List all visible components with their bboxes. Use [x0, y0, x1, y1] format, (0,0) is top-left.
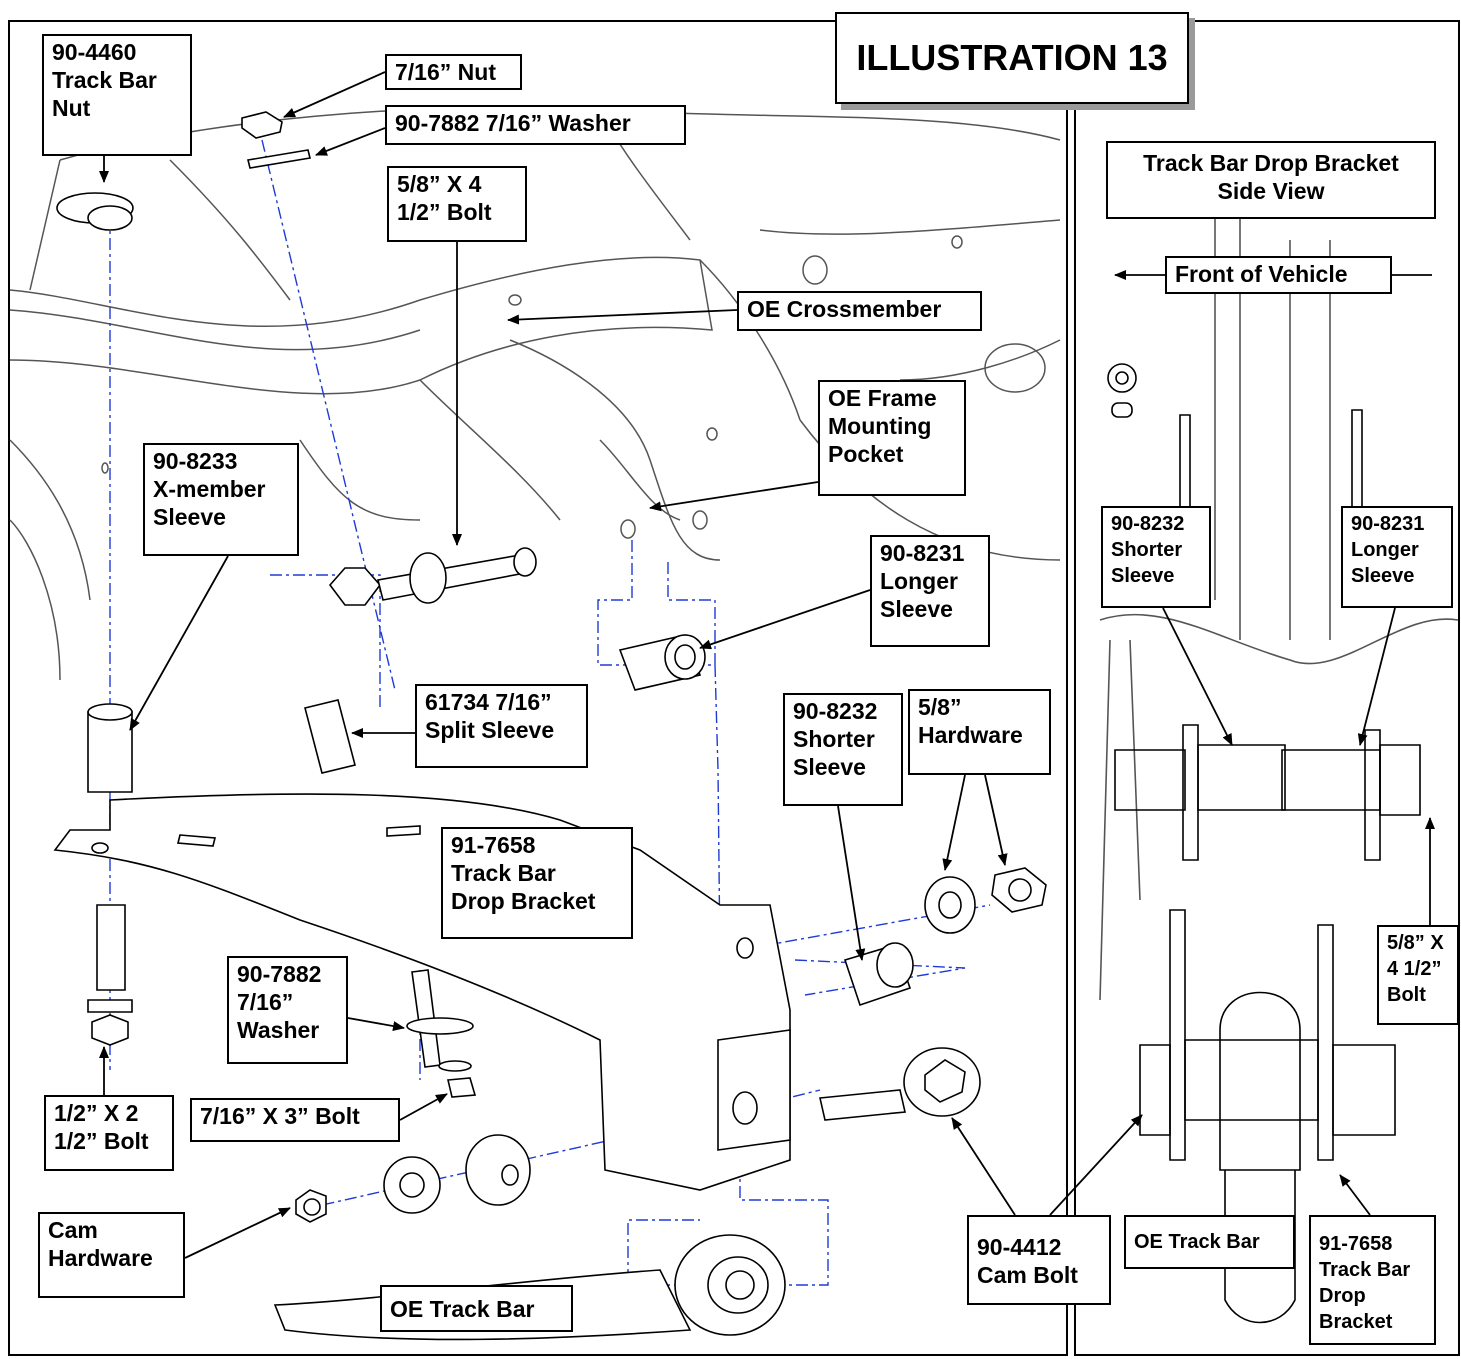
label-cam-bolt: 90-4412 Cam Bolt	[967, 1215, 1111, 1305]
main-panel-frame	[8, 20, 1068, 1356]
label-side-view-title: Track Bar Drop Bracket Side View	[1106, 141, 1436, 219]
label-cam-hardware: Cam Hardware	[38, 1212, 185, 1298]
label-side-longer-sleeve: 90-8231 Longer Sleeve	[1341, 506, 1453, 608]
side-view-panel-frame	[1074, 20, 1460, 1356]
label-oe-crossmember: OE Crossmember	[737, 291, 982, 331]
label-7-16-washer-top: 90-7882 7/16” Washer	[385, 105, 686, 145]
label-5-8-bolt: 5/8” X 4 1/2” Bolt	[387, 166, 527, 242]
label-drop-bracket: 91-7658 Track Bar Drop Bracket	[441, 827, 633, 939]
label-side-oe-track-bar: OE Track Bar	[1124, 1215, 1295, 1269]
label-oe-frame-pocket: OE Frame Mounting Pocket	[818, 380, 966, 496]
label-side-drop-bracket: 91-7658 Track Bar Drop Bracket	[1309, 1215, 1436, 1345]
label-track-bar-nut: 90-4460 Track Bar Nut	[42, 34, 192, 156]
label-7-16-nut: 7/16” Nut	[385, 54, 522, 90]
label-7-16-washer-bottom: 90-7882 7/16” Washer	[227, 956, 348, 1064]
label-7-16-x-3-bolt: 7/16” X 3” Bolt	[190, 1098, 400, 1142]
side-view-drawing	[1099, 150, 1459, 1324]
label-1-2-bolt: 1/2” X 2 1/2” Bolt	[44, 1095, 174, 1171]
leader-arrows	[99, 71, 1435, 1259]
label-side-shorter-sleeve: 90-8232 Shorter Sleeve	[1101, 506, 1211, 608]
label-x-member-sleeve: 90-8233 X-member Sleeve	[143, 443, 299, 556]
label-shorter-sleeve: 90-8232 Shorter Sleeve	[783, 693, 903, 806]
label-longer-sleeve: 90-8231 Longer Sleeve	[870, 535, 990, 647]
label-oe-track-bar: OE Track Bar	[380, 1285, 573, 1332]
label-side-5-8-bolt: 5/8” X 4 1/2” Bolt	[1377, 925, 1459, 1025]
label-split-sleeve: 61734 7/16” Split Sleeve	[415, 684, 588, 768]
label-5-8-hardware: 5/8” Hardware	[908, 689, 1051, 775]
illustration-title: ILLUSTRATION 13	[835, 12, 1189, 104]
label-front-of-vehicle: Front of Vehicle	[1165, 256, 1392, 294]
